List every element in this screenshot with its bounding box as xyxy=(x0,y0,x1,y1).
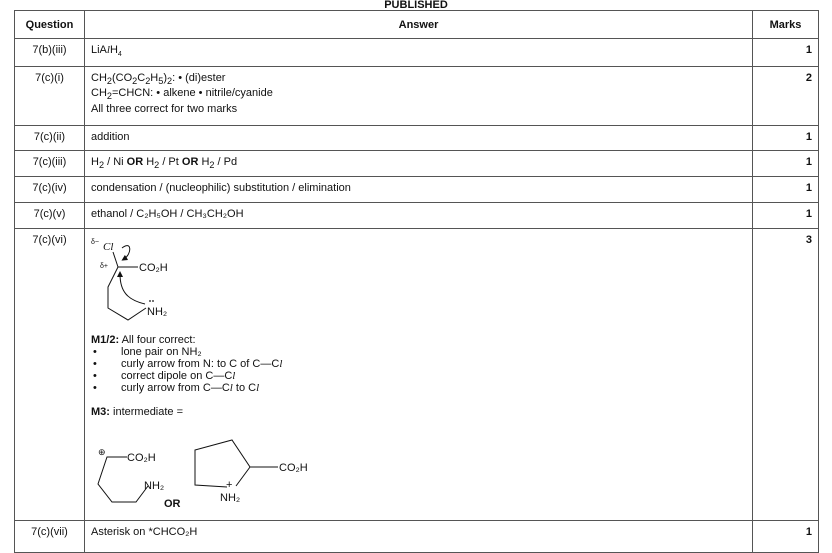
mechanism-structure xyxy=(107,245,147,321)
question-id: 7(c)(vi) xyxy=(14,228,85,522)
chlorine-label: Cl xyxy=(103,241,113,253)
list-item: curly arrow from C—Cl to Cl xyxy=(91,382,746,394)
marks: 1 xyxy=(752,150,819,178)
question-id: 7(c)(i) xyxy=(14,66,85,127)
answer: addition xyxy=(84,125,753,152)
answer: LiAlH4 xyxy=(84,37,753,68)
marks: 3 xyxy=(752,228,819,522)
question-id: 7(c)(iii) xyxy=(14,150,85,178)
or-label: OR xyxy=(164,498,181,510)
nh2-label: NH₂ xyxy=(220,492,240,504)
m3-label: M3: xyxy=(91,406,110,419)
pyrrolidinium-structure xyxy=(194,439,278,488)
answer: H2 / Ni OR H2 / Pt OR H2 / Pd xyxy=(84,150,753,178)
marks: 1 xyxy=(752,37,819,68)
co2h-label: CO₂H xyxy=(279,462,308,474)
table-row: 7(c)(ii) addition 1 xyxy=(14,125,819,152)
nh2-label: NH₂ xyxy=(144,480,164,492)
positive-charge: + xyxy=(226,479,232,491)
m3-text: intermediate = xyxy=(109,406,184,419)
table-header: Question Answer Marks xyxy=(14,10,819,39)
m12-text: All four correct: xyxy=(119,334,196,347)
col-question: Question xyxy=(14,10,85,39)
list-item: lone pair on NH₂ xyxy=(91,346,746,358)
dipole-minus: δ− xyxy=(91,239,99,246)
co2h-label: CO₂H xyxy=(139,262,168,274)
marks: 1 xyxy=(752,125,819,152)
answer-note: All three correct for two marks xyxy=(91,102,238,115)
list-item: correct dipole on C—Cl xyxy=(91,370,746,382)
criteria-list: lone pair on NH₂ curly arrow from N: to … xyxy=(91,346,746,394)
table-row: 7(c)(iv) condensation / (nucleophilic) s… xyxy=(14,176,819,204)
marks: 1 xyxy=(752,202,819,230)
table-row: 7(c)(iii) H2 / Ni OR H2 / Pt OR H2 / Pd … xyxy=(14,150,819,178)
co2h-label: CO₂H xyxy=(127,452,156,464)
question-id: 7(b)(iii) xyxy=(14,37,85,68)
carbocation-structure xyxy=(97,456,149,503)
col-answer: Answer xyxy=(84,10,753,39)
list-item: curly arrow from N: to C of C—Cl xyxy=(91,358,746,370)
nh2-label: NH₂ xyxy=(147,306,167,318)
dipole-plus: δ+ xyxy=(100,263,108,270)
header-note: PUBLISHED xyxy=(384,0,448,11)
table-row: 7(b)(iii) LiAlH4 1 xyxy=(14,37,819,68)
positive-charge: ⊕ xyxy=(98,447,106,457)
m12-label: M1/2: xyxy=(91,334,120,347)
